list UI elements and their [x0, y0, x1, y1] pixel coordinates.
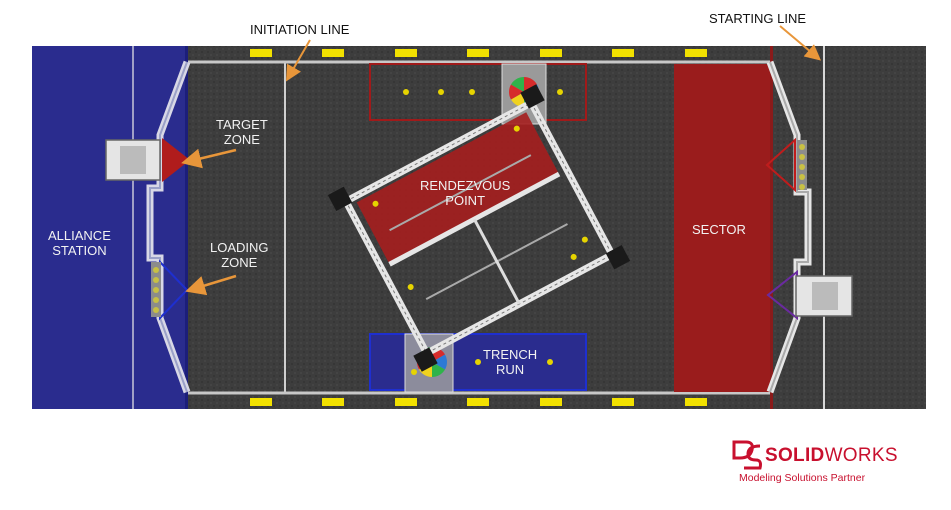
logo-tagline: Modeling Solutions Partner: [739, 472, 865, 484]
trench-run-label: TRENCH RUN: [483, 347, 537, 377]
logo-wordmark: SOLIDWORKS: [765, 445, 898, 467]
starting-line-label: STARTING LINE: [709, 11, 806, 26]
loading-zone-label: LOADING ZONE: [210, 240, 269, 270]
initiation-line-label: INITIATION LINE: [250, 22, 349, 37]
rendezvous-point-label: RENDEZVOUS POINT: [420, 178, 510, 208]
ds-logo-icon: [730, 438, 764, 472]
target-zone-label: TARGET ZONE: [216, 117, 268, 147]
sector-label: SECTOR: [692, 222, 746, 237]
solidworks-logo: SOLIDWORKS Modeling Solutions Partner: [735, 436, 905, 486]
alliance-station-label: ALLIANCE STATION: [48, 228, 111, 258]
